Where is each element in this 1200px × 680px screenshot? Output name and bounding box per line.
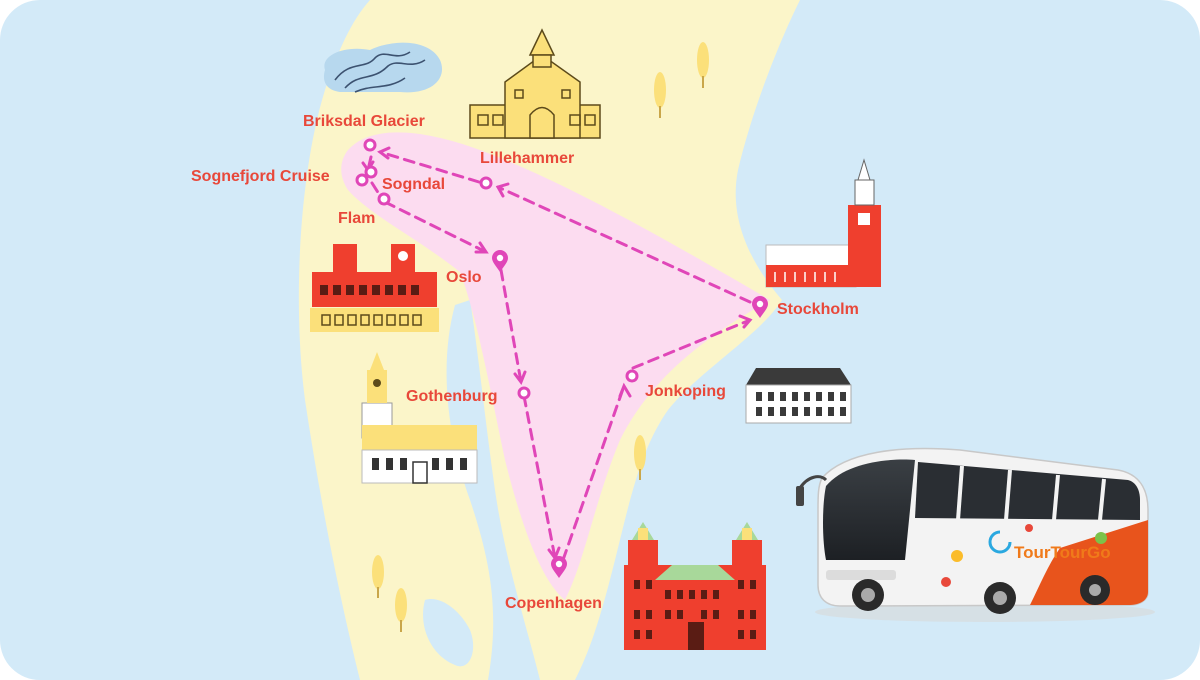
stockholm-landmark-icon xyxy=(765,158,881,288)
map-pin-icon xyxy=(752,296,768,318)
tour-bus-image: TourTourGo xyxy=(796,447,1155,622)
stop-label-stockholm: Stockholm xyxy=(777,301,859,318)
stop-node xyxy=(625,369,639,383)
stop-node xyxy=(355,173,369,187)
stop-label-oslo: Oslo xyxy=(446,269,482,286)
oslo-landmark-icon xyxy=(310,244,439,332)
route-line xyxy=(366,150,752,562)
logo-dot-icon xyxy=(951,550,963,562)
stop-label-copenhagen: Copenhagen xyxy=(505,595,602,612)
map-pin-icon xyxy=(492,250,508,272)
tree-icon xyxy=(395,588,407,632)
logo-dot-icon xyxy=(941,577,951,587)
stop-node xyxy=(517,386,531,400)
stop-label-gothenburg: Gothenburg xyxy=(406,388,498,405)
lillehammer-landmark-icon xyxy=(469,28,601,139)
stop-node xyxy=(364,165,378,179)
stop-label-flam: Flam xyxy=(338,210,375,227)
tree-icon xyxy=(372,555,384,598)
tree-icon xyxy=(634,435,646,480)
fjord-water xyxy=(446,300,540,680)
gothenburg-landmark-icon xyxy=(361,352,478,484)
logo-dot-icon xyxy=(1095,532,1107,544)
tree-icon xyxy=(697,42,709,88)
stop-label-sogndal: Sogndal xyxy=(382,176,445,193)
stop-node xyxy=(479,176,493,190)
jonkoping-landmark-icon xyxy=(745,368,852,424)
stop-node xyxy=(377,192,391,206)
route-nodes xyxy=(355,138,639,400)
logo-swirl-icon xyxy=(988,530,1012,554)
bus-logo-text: TourTourGo xyxy=(1014,543,1111,562)
stop-label-briksdal-glacier: Briksdal Glacier xyxy=(303,113,425,130)
stop-node xyxy=(363,138,377,152)
stop-label-lillehammer: Lillehammer xyxy=(480,150,574,167)
tree-icon xyxy=(654,72,666,118)
stop-label-jonkoping: Jonkoping xyxy=(645,383,726,400)
glacier-icon xyxy=(323,42,443,93)
small-lake xyxy=(423,599,474,667)
copenhagen-landmark-icon xyxy=(624,522,766,650)
map-pin-icon xyxy=(551,556,567,578)
stop-label-sognefjord-cruise: Sognefjord Cruise xyxy=(191,168,330,185)
logo-dot-icon xyxy=(1025,524,1033,532)
route-area xyxy=(341,132,770,600)
